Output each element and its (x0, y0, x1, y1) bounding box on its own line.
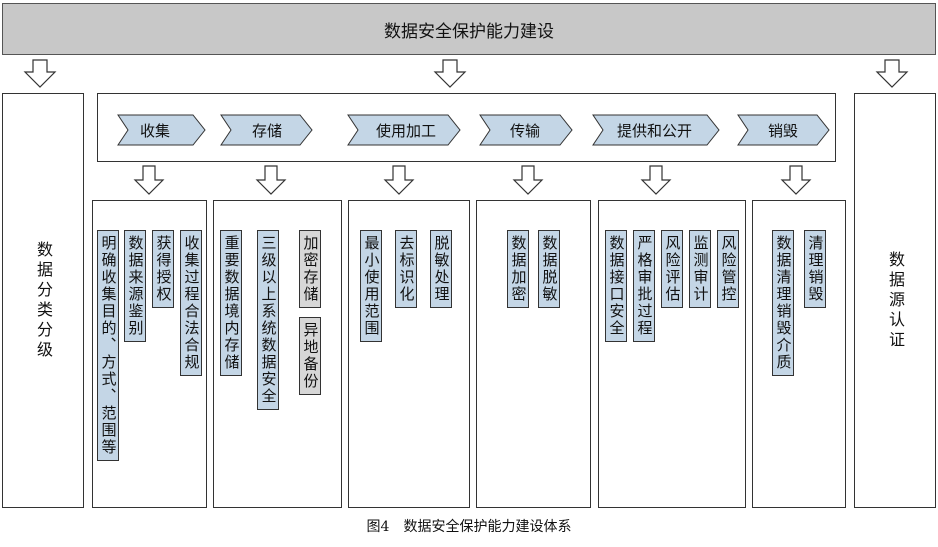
item-destroy-clean: 清理销毁 (804, 230, 826, 308)
item-provide-approval: 严格审批过程 (633, 230, 655, 342)
item-store-backup: 异地备份 (299, 317, 321, 395)
column-destroy (752, 200, 846, 508)
item-provide-interface: 数据接口安全 (605, 230, 627, 342)
stage-chevron-provide (592, 114, 720, 146)
stage-label-store: 存储 (252, 122, 283, 140)
item-collect-compliance: 收集过程合法合规 (180, 230, 202, 376)
stage-chevron-store (220, 114, 313, 146)
item-collect-source: 数据来源鉴别 (124, 230, 146, 342)
down-arrow-icon (875, 59, 909, 88)
diagram-title: 数据安全保护能力建设 (2, 3, 936, 55)
stage-chevron-transfer (479, 114, 573, 146)
down-arrow-icon (640, 165, 672, 195)
down-arrow-icon (133, 165, 165, 195)
left-box-label: 数据分类分级 (34, 240, 53, 361)
item-use-desensitize: 脱敏处理 (430, 230, 452, 308)
item-use-minimal: 最小使用范围 (360, 230, 382, 342)
item-destroy-media: 数据清理销毁介质 (772, 230, 794, 376)
item-store-level3: 三级以上系统数据安全 (257, 230, 279, 410)
item-use-deidentify: 去标识化 (395, 230, 417, 308)
figure-caption: 图4 数据安全保护能力建设体系 (366, 519, 572, 535)
item-collect-authorize: 获得授权 (152, 230, 174, 308)
item-store-encrypt: 加密存储 (299, 230, 321, 308)
item-provide-monitor: 监测审计 (689, 230, 711, 308)
stage-label-destroy: 销毁 (768, 122, 799, 140)
down-arrow-icon (433, 59, 467, 88)
left-box-data-classification: 数据分类分级 (2, 93, 84, 508)
down-arrow-icon (255, 165, 287, 195)
stage-chevron-collect (117, 114, 206, 146)
right-box-data-source-auth: 数据源认证 (854, 93, 936, 508)
item-transfer-encrypt: 数据加密 (507, 230, 529, 308)
item-collect-purpose: 明确收集目的、方式、范围等 (97, 230, 119, 461)
item-transfer-desensitize: 数据脱敏 (538, 230, 560, 308)
down-arrow-icon (780, 165, 812, 195)
stage-label-transfer: 传输 (510, 122, 541, 140)
stage-chevron-use (347, 114, 461, 146)
stage-label-use: 使用加工 (376, 122, 437, 140)
down-arrow-icon (512, 165, 544, 195)
stage-label-collect: 收集 (140, 122, 171, 140)
item-store-domestic: 重要数据境内存储 (220, 230, 242, 376)
stage-label-provide: 提供和公开 (617, 122, 693, 140)
right-box-label: 数据源认证 (886, 250, 905, 351)
down-arrow-icon (23, 59, 57, 88)
item-provide-risk-control: 风险管控 (717, 230, 739, 308)
down-arrow-icon (383, 165, 415, 195)
stage-chevron-destroy (737, 114, 830, 146)
item-provide-risk-assess: 风险评估 (661, 230, 683, 308)
column-transfer (476, 200, 591, 508)
